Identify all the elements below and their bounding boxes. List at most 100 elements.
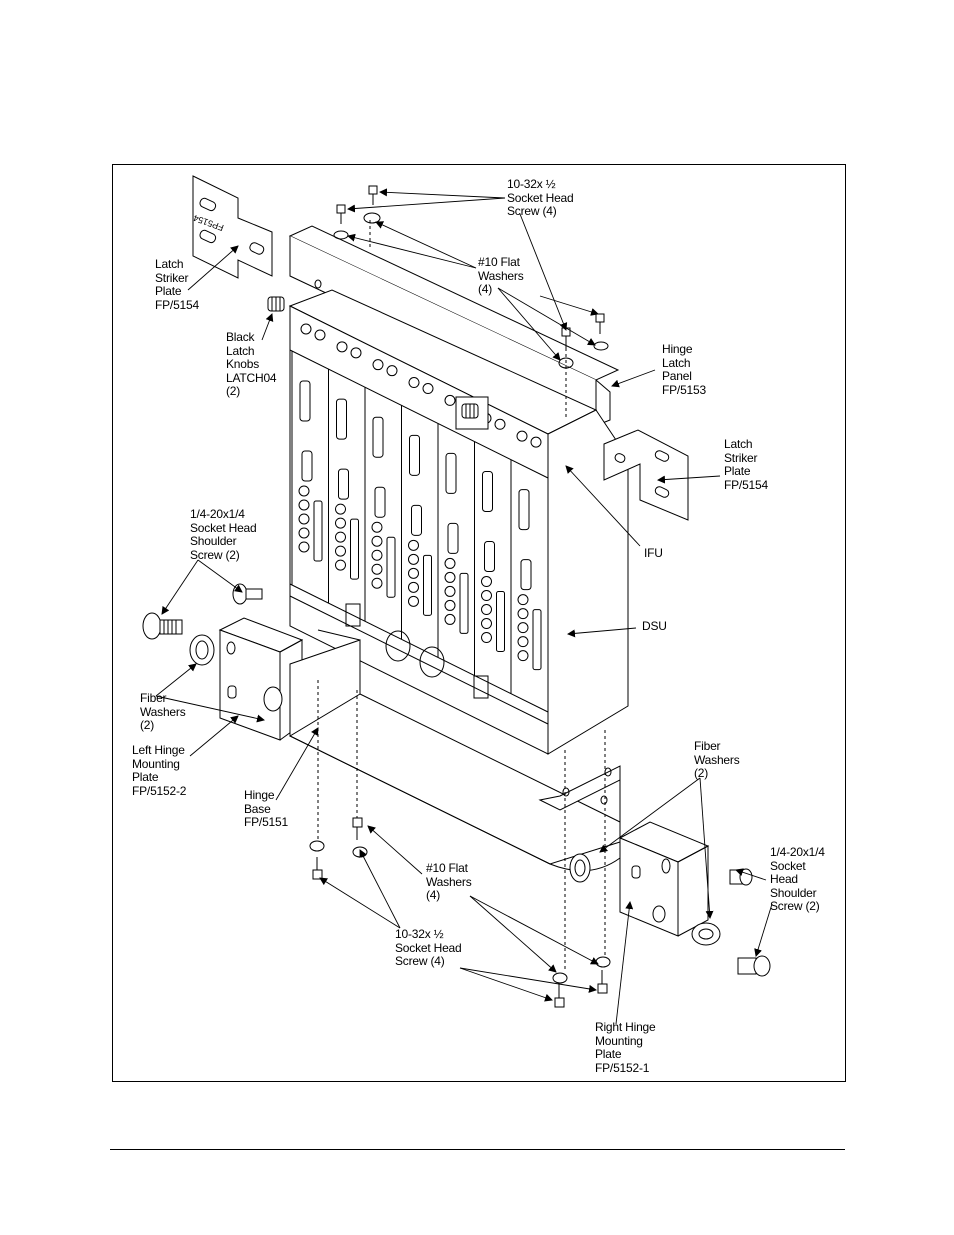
round-connector (481, 604, 492, 616)
top-screws (333, 185, 609, 369)
round-connector (444, 557, 456, 569)
round-connector (298, 513, 310, 525)
round-connector (408, 539, 419, 551)
round-connector (517, 650, 529, 662)
dsub-connector (447, 522, 459, 554)
dsub-connector (299, 380, 311, 422)
dsub-connector (423, 554, 432, 616)
latch-knob (267, 296, 489, 430)
dsub-connector (518, 489, 530, 531)
label-ifu: IFU (644, 546, 663, 560)
dsub-connector (411, 504, 422, 536)
round-connector (481, 576, 492, 588)
round-connector (481, 632, 492, 644)
dsub-connector (484, 541, 495, 573)
dsub-connector (532, 609, 542, 671)
round-connector (408, 581, 419, 593)
label-fiber-washers-left: Fiber Washers (2) (140, 691, 186, 732)
round-connector (408, 553, 419, 565)
round-connector (335, 503, 346, 515)
panel-knob (494, 418, 506, 430)
footer-rule (110, 1149, 845, 1150)
round-connector (408, 567, 419, 579)
dsub-connector (301, 450, 313, 482)
label-washers-bottom: #10 Flat Washers (4) (426, 861, 472, 902)
label-latch-striker-right: Latch Striker Plate FP/5154 (724, 437, 768, 492)
label-hinge-base: Hinge Base FP/5151 (244, 788, 288, 829)
round-connector (371, 535, 383, 547)
dsub-connector (445, 452, 457, 494)
figure-frame (112, 164, 846, 1082)
bottom-screws (309, 817, 611, 1008)
label-latch-striker-left: Latch Striker Plate FP/5154 (155, 257, 199, 312)
round-connector (335, 531, 346, 543)
label-shoulder-screw-right: 1/4-20x1/4 Socket Head Shoulder Screw (2… (770, 845, 825, 913)
panel-knob (422, 383, 434, 395)
round-connector (371, 577, 383, 589)
round-connector (298, 485, 310, 497)
round-connector (298, 499, 310, 511)
label-hinge-latch-panel: Hinge Latch Panel FP/5153 (662, 342, 706, 397)
round-connector (298, 527, 310, 539)
panel-knob (300, 323, 312, 335)
panel-knob (444, 394, 456, 406)
right-hinge-mounting-plate (618, 821, 710, 937)
panel-knob (350, 347, 362, 359)
label-right-hinge-plate: Right Hinge Mounting Plate FP/5152-1 (595, 1020, 656, 1075)
round-connector (517, 622, 529, 634)
round-connector (371, 549, 383, 561)
round-connector (408, 595, 419, 607)
round-connector (444, 599, 456, 611)
left-hinge-mounting-plate (218, 617, 304, 741)
label-screw-top: 10-32x ½ Socket Head Screw (4) (507, 177, 574, 218)
label-shoulder-screw-left: 1/4-20x1/4 Socket Head Shoulder Screw (2… (190, 507, 257, 562)
dsub-connector (482, 471, 493, 513)
panel-knob (372, 359, 384, 371)
alignment-lines (317, 220, 606, 972)
round-connector (371, 521, 383, 533)
panel-knob (408, 377, 420, 389)
round-connector (298, 541, 310, 553)
round-connector (481, 618, 492, 630)
dsub-connector (336, 398, 347, 440)
dsu-logo-block (473, 675, 489, 699)
round-connector (517, 608, 529, 620)
left-shoulder-screws (142, 583, 263, 666)
panel-knob (336, 341, 348, 353)
dsu-round-port (385, 630, 411, 662)
label-dsu: DSU (642, 619, 667, 633)
round-connector (517, 636, 529, 648)
round-connector (444, 613, 456, 625)
latch-striker-plate-right (603, 429, 689, 521)
dsub-connector (372, 416, 384, 458)
dsub-connector (520, 559, 532, 591)
label-left-hinge-plate: Left Hinge Mounting Plate FP/5152-2 (132, 743, 187, 798)
round-connector (335, 559, 346, 571)
label-screw-bottom: 10-32x ½ Socket Head Screw (4) (395, 927, 462, 968)
label-fiber-washers-right: Fiber Washers (2) (694, 739, 740, 780)
dsub-connector (459, 572, 469, 634)
leader-lines (155, 188, 773, 1025)
dsub-connector (313, 500, 323, 562)
latch-striker-plate-left: FP5154 (192, 175, 273, 279)
round-connector (517, 594, 529, 606)
round-connector (335, 545, 346, 557)
label-latch-knobs: Black Latch Knobs LATCH04 (2) (226, 330, 277, 398)
dsub-connector (496, 591, 505, 653)
round-connector (444, 571, 456, 583)
panel-knob (386, 365, 398, 377)
label-washers-top: #10 Flat Washers (4) (478, 255, 524, 296)
dsub-connector (374, 486, 386, 518)
dsub-connector (386, 536, 396, 598)
dsub-connector (338, 468, 349, 500)
hinge-base (289, 629, 621, 883)
dsu-logo-block (345, 603, 361, 627)
dsub-connector (409, 434, 420, 476)
dsu-round-port (419, 646, 445, 678)
round-connector (371, 563, 383, 575)
panel-knob (516, 430, 528, 442)
round-connector (335, 517, 346, 529)
round-connector (481, 590, 492, 602)
round-connector (444, 585, 456, 597)
